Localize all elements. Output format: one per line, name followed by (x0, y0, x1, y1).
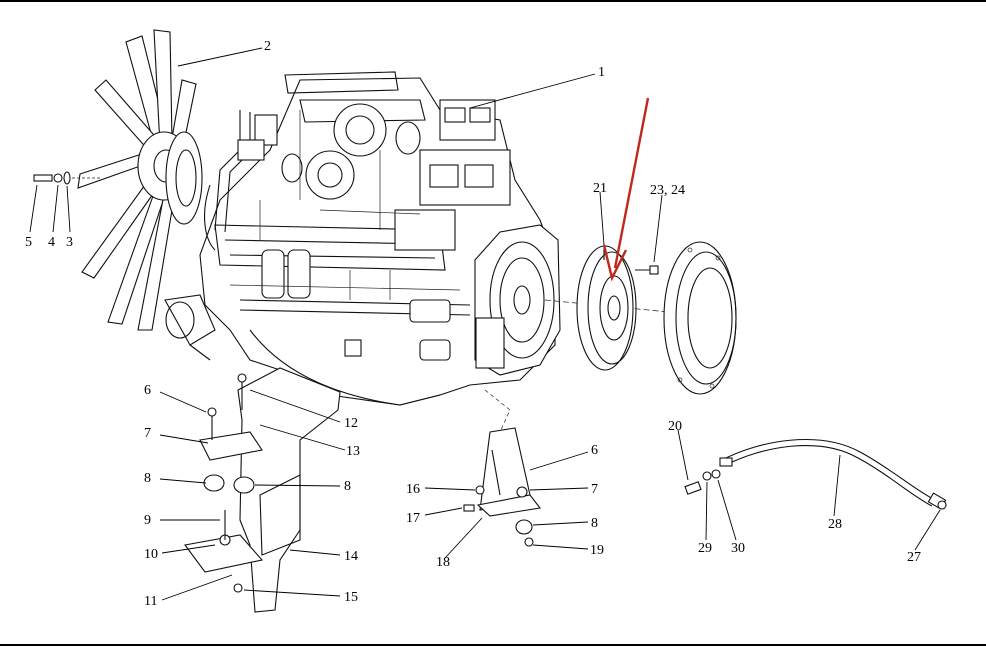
highlight-arrow (602, 97, 650, 282)
callout-29: 29 (698, 541, 712, 556)
callout-7-right: 7 (591, 482, 598, 497)
callout-12: 12 (344, 416, 358, 431)
left-engine-mount (184, 367, 341, 613)
callout-10: 10 (144, 547, 158, 562)
callout-2: 2 (264, 39, 271, 54)
callout-5: 5 (25, 235, 32, 250)
callout-20: 20 (668, 419, 682, 434)
callout-8-right: 8 (591, 516, 598, 531)
flywheel-assembly (544, 241, 737, 395)
leader-lines (29, 47, 941, 601)
callout-19: 19 (590, 543, 604, 558)
cooling-fan (77, 29, 203, 331)
callout-13: 13 (346, 444, 360, 459)
callout-6-right: 6 (591, 443, 598, 458)
fan-bolt-set (33, 171, 100, 185)
callout-7-left: 7 (144, 426, 151, 441)
callout-15: 15 (344, 590, 358, 605)
callout-27: 27 (907, 550, 921, 565)
callout-4: 4 (48, 235, 55, 250)
top-border-line (0, 0, 986, 2)
callout-9: 9 (144, 513, 151, 528)
callout-6-left: 6 (144, 383, 151, 398)
callout-28: 28 (828, 517, 842, 532)
throttle-cable-assembly (684, 439, 947, 510)
callout-18: 18 (436, 555, 450, 570)
callout-8-center: 8 (344, 479, 351, 494)
callout-labels: 2 1 5 4 3 21 23, 24 6 7 8 9 10 11 12 13 … (25, 39, 921, 609)
engine-assembly (164, 71, 561, 406)
callout-14: 14 (344, 549, 358, 564)
callout-1: 1 (598, 65, 605, 80)
right-engine-mount (463, 389, 541, 547)
callout-11: 11 (144, 594, 157, 609)
callout-3: 3 (66, 235, 73, 250)
callout-16: 16 (406, 482, 420, 497)
callout-30: 30 (731, 541, 745, 556)
bottom-border-line (0, 644, 986, 646)
callout-21: 21 (593, 181, 607, 196)
callout-23-24: 23, 24 (650, 183, 685, 198)
callout-17: 17 (406, 511, 420, 526)
callout-8-left: 8 (144, 471, 151, 486)
